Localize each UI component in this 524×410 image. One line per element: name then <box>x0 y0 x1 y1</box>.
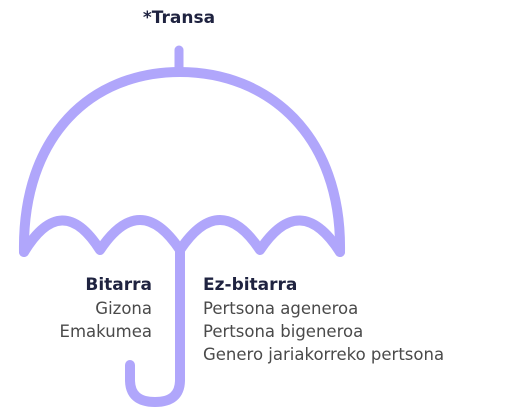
umbrella-title: *Transa <box>142 8 216 28</box>
nonbinary-item: Pertsona bigeneroa <box>203 322 364 341</box>
binary-item: Gizona <box>95 299 152 318</box>
binary-group-title: Bitarra <box>85 275 152 295</box>
umbrella-shaft-handle <box>125 245 185 407</box>
nonbinary-group-title: Ez-bitarra <box>203 275 298 295</box>
umbrella-canopy <box>18 67 346 257</box>
nonbinary-item: Genero jariakorreko pertsona <box>203 345 445 364</box>
binary-item: Emakumea <box>59 322 152 341</box>
nonbinary-group: Ez-bitarra Pertsona ageneroa Pertsona bi… <box>203 274 444 366</box>
nonbinary-item: Pertsona ageneroa <box>203 299 359 318</box>
binary-group: Bitarra Gizona Emakumea <box>60 274 152 343</box>
